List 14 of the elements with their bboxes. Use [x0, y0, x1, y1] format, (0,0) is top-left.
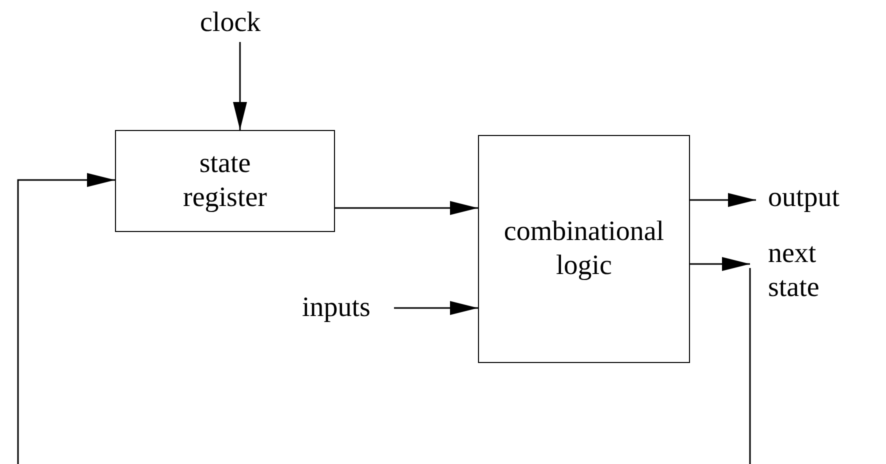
- arrow: [17, 173, 751, 464]
- box-label: combinational logic: [504, 215, 664, 283]
- logic-box: [478, 135, 690, 363]
- clock-label: clock: [200, 6, 261, 40]
- input-label: inputs: [302, 291, 370, 325]
- register-box: [115, 130, 335, 232]
- output-label: output: [768, 181, 840, 215]
- arrow: [690, 257, 750, 271]
- arrow: [690, 193, 756, 207]
- arrow: [394, 301, 478, 315]
- next-state-label: next state: [768, 237, 820, 305]
- arrow: [233, 42, 247, 130]
- arrow: [335, 201, 478, 215]
- box-label: state register: [183, 147, 267, 215]
